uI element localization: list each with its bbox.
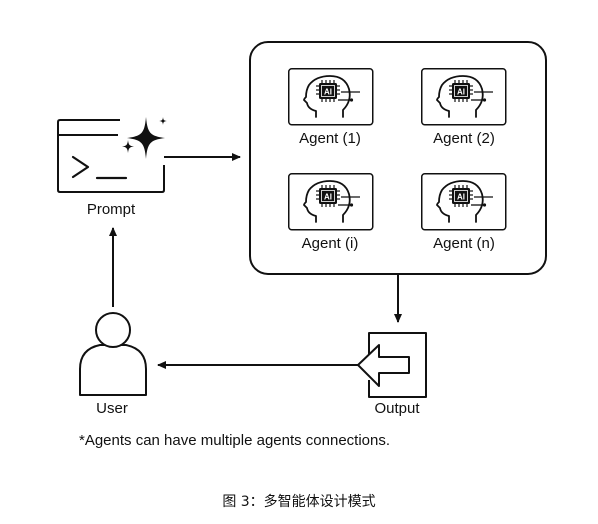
- agent-i-label: Agent (i): [301, 235, 359, 252]
- figure-caption: 图 3：多智能体设计模式: [222, 494, 376, 510]
- ai-chip-text: AI: [457, 88, 465, 97]
- agent-2-icon: AI: [420, 67, 507, 126]
- agent-1-label: Agent (1): [299, 130, 361, 147]
- agent-2-label: Agent (2): [433, 130, 495, 147]
- prompt-label: Prompt: [86, 201, 136, 218]
- ai-chip-text: AI: [324, 193, 332, 202]
- agent-1-icon: AI: [287, 67, 374, 126]
- ai-chip-text: AI: [457, 193, 465, 202]
- agent-n-label: Agent (n): [433, 235, 495, 252]
- terminal-sparkle-icon: [57, 117, 167, 193]
- user-icon: [79, 312, 147, 396]
- ai-chip-text: AI: [324, 88, 332, 97]
- agent-i-icon: AI: [287, 172, 374, 231]
- agent-n-icon: AI: [420, 172, 507, 231]
- output-arrow-icon: [357, 332, 427, 398]
- footnote: *Agents can have multiple agents connect…: [79, 432, 391, 449]
- user-label: User: [96, 400, 128, 417]
- output-label: Output: [374, 400, 420, 417]
